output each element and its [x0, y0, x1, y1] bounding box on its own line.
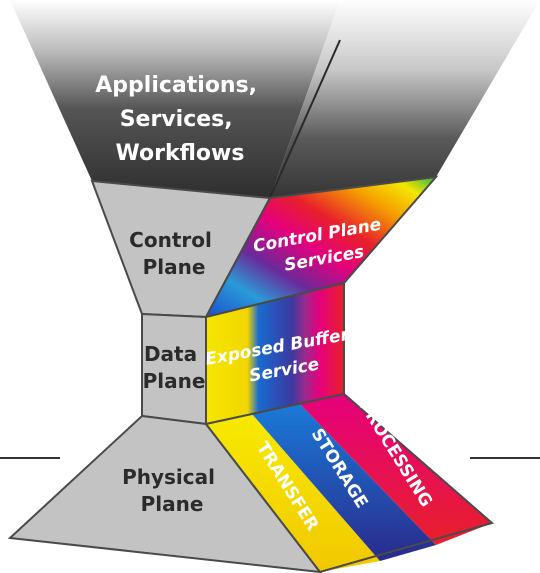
control-plane-label: Control Plane — [129, 228, 219, 279]
applications-face-right — [270, 0, 540, 198]
data-plane-label: Data Plane — [143, 342, 206, 393]
applications-edge — [269, 39, 341, 199]
storage-stripe — [252, 404, 436, 561]
physical-plane-label: Physical Plane — [122, 465, 222, 516]
applications-label: Applications, Services, Workflows — [95, 73, 264, 166]
transfer-stripe — [206, 414, 380, 572]
applications-face-left — [10, 0, 340, 198]
processing-stripe — [300, 394, 492, 545]
physical-services-outline — [204, 392, 495, 573]
